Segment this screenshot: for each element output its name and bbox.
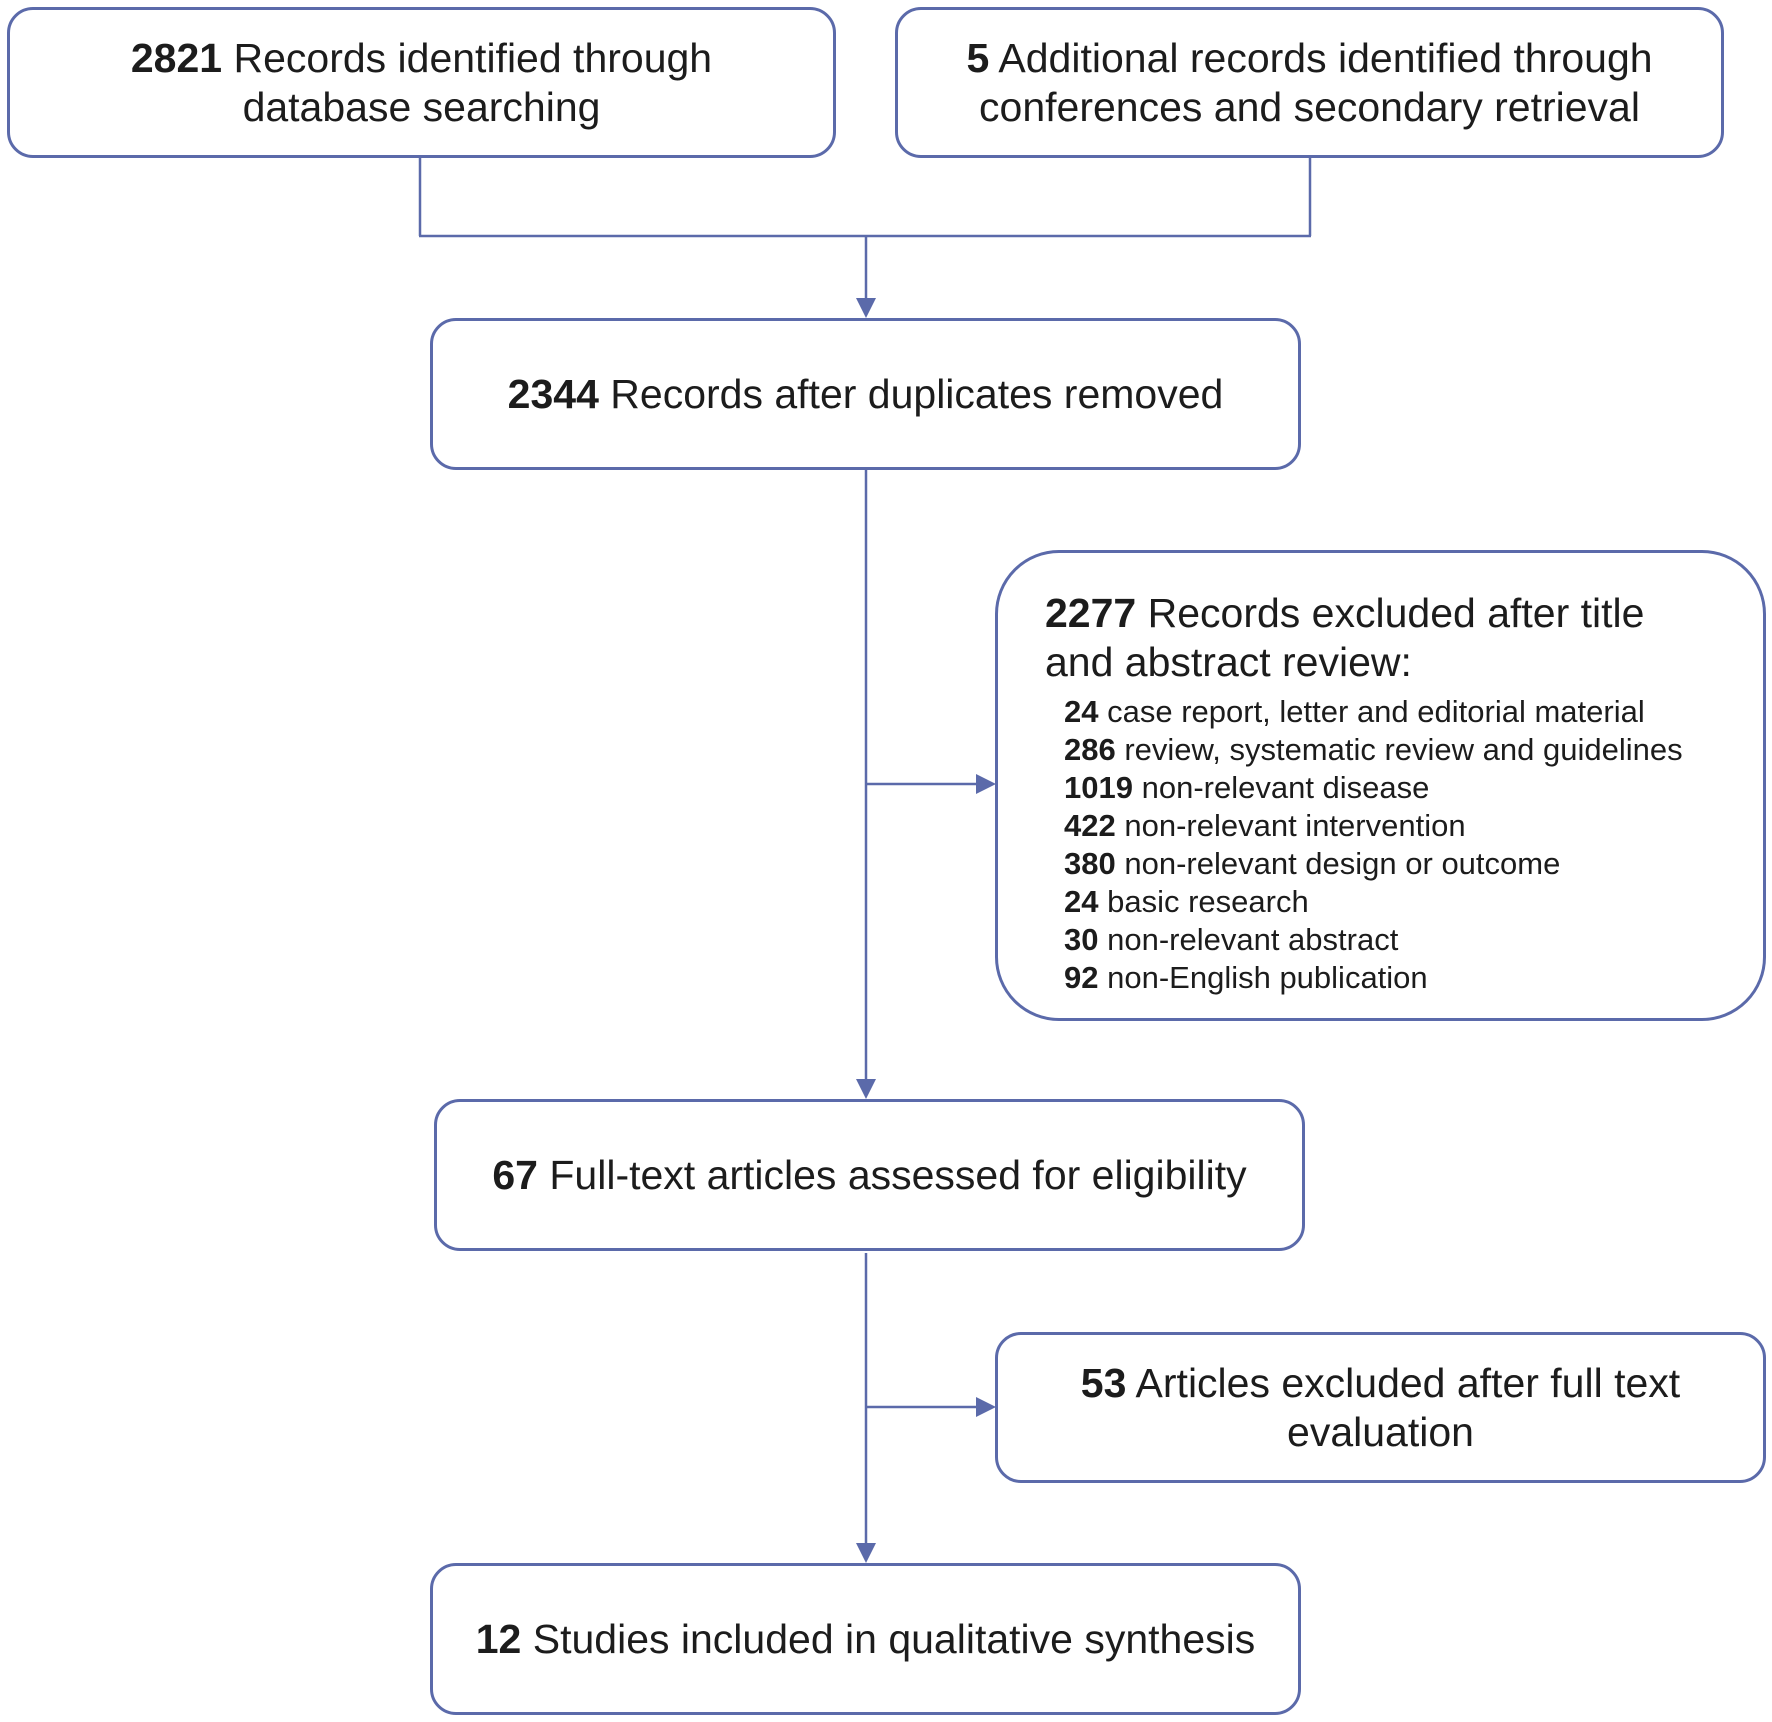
box-line: 2821 Records identified through xyxy=(131,34,712,83)
records-after-duplicates-box: 2344 Records after duplicates removed xyxy=(430,318,1301,470)
reason-count: 380 xyxy=(1064,846,1116,881)
count: 5 xyxy=(966,34,990,81)
arrowhead-fulltext-exclusion xyxy=(976,1397,996,1417)
box-line: 2344 Records after duplicates removed xyxy=(508,370,1224,419)
additional-records-box: 5 Additional records identified through … xyxy=(895,7,1724,158)
box-line: and abstract review: xyxy=(1045,639,1412,685)
reason-text: non-relevant intervention xyxy=(1124,808,1466,843)
exclusion-reason: 30 non-relevant abstract xyxy=(1064,921,1683,959)
box-text: Studies included in qualitative synthesi… xyxy=(532,1615,1256,1662)
count: 12 xyxy=(475,1615,522,1662)
reason-count: 1019 xyxy=(1064,770,1133,805)
studies-included-box: 12 Studies included in qualitative synth… xyxy=(430,1563,1301,1715)
reason-text: non-relevant abstract xyxy=(1107,922,1399,957)
box-line: 67 Full-text articles assessed for eligi… xyxy=(492,1151,1246,1200)
count: 2821 xyxy=(130,34,223,81)
articles-excluded-full-text-box: 53 Articles excluded after full text eva… xyxy=(995,1332,1766,1483)
reason-count: 24 xyxy=(1064,884,1099,919)
reason-text: non-relevant design or outcome xyxy=(1124,846,1561,881)
count: 53 xyxy=(1080,1359,1127,1406)
box-text: Records identified through xyxy=(233,34,713,81)
box-line: 53 Articles excluded after full text xyxy=(1081,1359,1680,1408)
box-text: Additional records identified through xyxy=(998,34,1653,81)
box-text: Records after duplicates removed xyxy=(610,370,1224,417)
box-line: 5 Additional records identified through xyxy=(966,34,1652,83)
records-identified-database-box: 2821 Records identified through database… xyxy=(7,7,836,158)
reason-text: case report, letter and editorial materi… xyxy=(1107,694,1645,729)
reason-text: basic research xyxy=(1107,884,1309,919)
arrowhead-full-text xyxy=(856,1079,876,1099)
reason-count: 422 xyxy=(1064,808,1116,843)
exclusion-reason: 24 case report, letter and editorial mat… xyxy=(1064,693,1683,731)
records-excluded-title-abstract-box: 2277 Records excluded after title and ab… xyxy=(995,550,1766,1021)
box-line: evaluation xyxy=(1287,1408,1474,1455)
arrowhead-included xyxy=(856,1543,876,1563)
arrowhead-duplicates xyxy=(856,298,876,318)
box-line: 12 Studies included in qualitative synth… xyxy=(476,1615,1256,1664)
exclusion-reason: 1019 non-relevant disease xyxy=(1064,769,1683,807)
box-line: database searching xyxy=(242,83,601,130)
box-line: 2277 Records excluded after title xyxy=(1045,589,1644,638)
reason-count: 92 xyxy=(1064,960,1099,995)
full-text-assessed-box: 67 Full-text articles assessed for eligi… xyxy=(434,1099,1305,1251)
reason-count: 24 xyxy=(1064,694,1099,729)
box-text: Full-text articles assessed for eligibil… xyxy=(549,1151,1247,1198)
exclusion-reason: 286 review, systematic review and guidel… xyxy=(1064,731,1683,769)
box-text: Records excluded after title xyxy=(1147,590,1645,636)
reason-count: 286 xyxy=(1064,732,1116,767)
reason-text: non-relevant disease xyxy=(1141,770,1430,805)
exclusion-reasons-list: 24 case report, letter and editorial mat… xyxy=(1045,693,1683,997)
count: 67 xyxy=(492,1151,538,1198)
reason-text: non-English publication xyxy=(1107,960,1428,995)
reason-text: review, systematic review and guidelines xyxy=(1124,732,1683,767)
box-line: conferences and secondary retrieval xyxy=(979,83,1640,130)
exclusion-reason: 92 non-English publication xyxy=(1064,959,1683,997)
exclusion-reason: 422 non-relevant intervention xyxy=(1064,807,1683,845)
box-text: Articles excluded after full text xyxy=(1135,1359,1681,1406)
exclusion-reason: 380 non-relevant design or outcome xyxy=(1064,845,1683,883)
exclusion-reason: 24 basic research xyxy=(1064,883,1683,921)
arrowhead-exclusion xyxy=(976,774,996,794)
reason-count: 30 xyxy=(1064,922,1099,957)
count: 2277 xyxy=(1045,590,1137,636)
count: 2344 xyxy=(507,370,599,417)
